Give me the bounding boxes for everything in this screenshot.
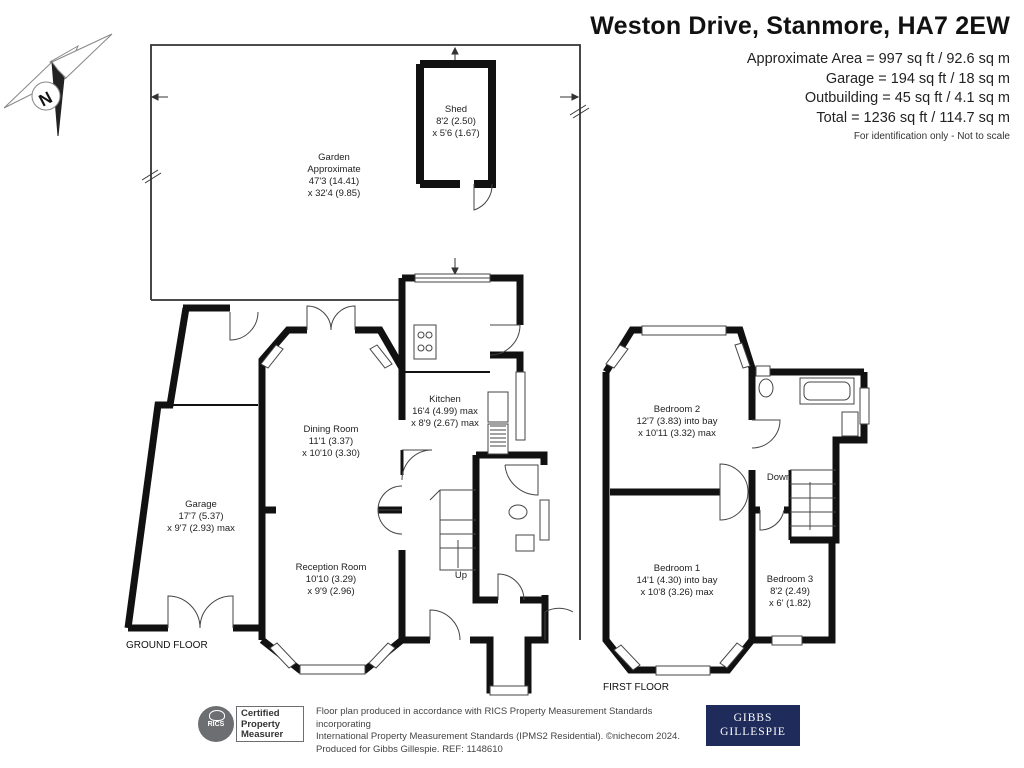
footer-line3: Produced for Gibbs Gillespie. REF: 11486…	[316, 743, 503, 755]
shed-dim1: 8'2 (2.50)	[436, 116, 476, 127]
dining-dim1: 11'1 (3.37)	[309, 436, 353, 447]
agent-logo-line2: GILLESPIE	[720, 726, 786, 738]
garden-dim2: x 32'4 (9.85)	[308, 188, 361, 199]
shed-structure	[416, 60, 496, 211]
rics-seal-text: RICS	[207, 721, 225, 728]
crown-icon	[209, 710, 225, 721]
outbuilding-area-text: Outbuilding = 45 sq ft / 4.1 sq m	[804, 90, 1010, 106]
garage-dim2: x 9'7 (2.93) max	[167, 523, 235, 534]
bedroom3-name: Bedroom 3	[767, 574, 813, 585]
first-floor-label: FIRST FLOOR	[603, 682, 669, 693]
reception-dim1: 10'10 (3.29)	[306, 574, 356, 585]
shed-dim2: x 5'6 (1.67)	[432, 128, 479, 139]
garden-name: Garden	[318, 152, 350, 163]
garage-area-text: Garage = 194 sq ft / 18 sq m	[825, 70, 1010, 87]
rics-seal: RICS	[198, 706, 234, 742]
kitchen-dim1: 16'4 (4.99) max	[412, 406, 478, 417]
rics-line1: Certified	[241, 708, 280, 719]
first-floor-details	[605, 325, 870, 676]
shed-name: Shed	[445, 104, 467, 115]
garden-arrows	[141, 46, 590, 276]
rics-logo: RICS Certified Property Measurer	[198, 706, 306, 742]
kitchen-name: Kitchen	[429, 394, 461, 405]
footer-disclaimer: Floor plan produced in accordance with R…	[316, 706, 706, 756]
garden-approx: Approximate	[307, 164, 360, 175]
ground-floor-walls	[258, 274, 549, 694]
footer-line2: International Property Measurement Stand…	[316, 731, 680, 742]
bedroom1-dim2: x 10'8 (3.26) max	[640, 587, 713, 598]
bedroom3-dim2: x 6' (1.82)	[769, 598, 811, 609]
bedroom2-dim1: 12'7 (3.83) into bay	[636, 416, 717, 427]
garage-name: Garage	[185, 499, 217, 510]
compass-icon: N	[3, 33, 113, 137]
rics-line3: Measurer	[241, 729, 284, 740]
ground-floor-details	[260, 273, 574, 696]
dining-dim2: x 10'10 (3.30)	[302, 448, 360, 459]
page-title: Weston Drive, Stanmore, HA7 2EW	[590, 12, 1010, 40]
reception-dim2: x 9'9 (2.96)	[307, 586, 354, 597]
garage-structure	[124, 304, 262, 632]
footer-line1: Floor plan produced in accordance with R…	[316, 706, 653, 730]
room-labels: Shed 8'2 (2.50) x 5'6 (1.67) Garden Appr…	[167, 104, 813, 609]
garage-dim1: 17'7 (5.37)	[178, 511, 223, 522]
bedroom2-dim2: x 10'11 (3.32) max	[638, 428, 716, 439]
total-area-text: Total = 1236 sq ft / 114.7 sq m	[816, 109, 1010, 126]
dining-name: Dining Room	[304, 424, 359, 435]
agent-logo-line1: GIBBS	[733, 712, 773, 724]
garden-dim1: 47'3 (14.41)	[309, 176, 359, 187]
bedroom3-dim1: 8'2 (2.49)	[770, 586, 810, 597]
approximate-area-text: Approximate Area = 997 sq ft / 92.6 sq m	[746, 51, 1010, 67]
rics-line2: Property	[241, 718, 281, 730]
stairs-down-label: Down	[767, 472, 791, 483]
bedroom2-name: Bedroom 2	[654, 404, 700, 415]
bedroom1-dim1: 14'1 (4.30) into bay	[636, 575, 717, 586]
scale-note: For identification only - Not to scale	[853, 131, 1010, 142]
reception-name: Reception Room	[296, 562, 367, 573]
stairs-up-label: Up	[455, 570, 467, 581]
area-summary: Approximate Area = 997 sq ft / 92.6 sq m…	[747, 50, 1010, 146]
bedroom1-name: Bedroom 1	[654, 563, 700, 574]
kitchen-dim2: x 8'9 (2.67) max	[411, 418, 479, 429]
agent-logo: GIBBS GILLESPIE	[706, 705, 800, 746]
garden-boundary	[150, 44, 581, 640]
certified-measurer-box: Certified Property Measurer	[236, 706, 304, 742]
ground-floor-label: GROUND FLOOR	[126, 640, 208, 651]
